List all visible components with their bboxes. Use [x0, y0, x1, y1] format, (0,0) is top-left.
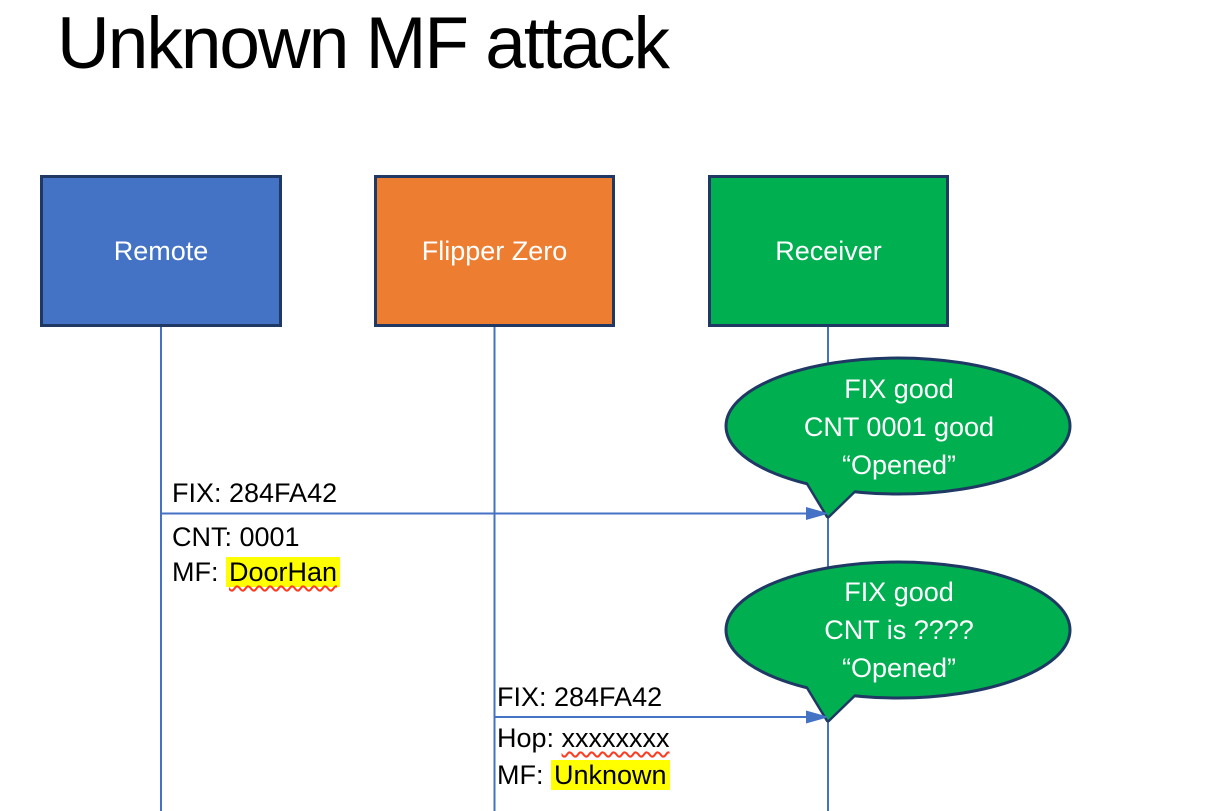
callout-1-ellipse	[724, 356, 1072, 496]
message-1-arrowhead-icon	[806, 507, 829, 520]
callout-1-line-2: CNT 0001 good	[803, 412, 995, 442]
message-1-mf-prefix: MF:	[172, 557, 226, 587]
message-2-hop-value: xxxxxxxx	[561, 723, 670, 753]
message-1-arrow	[161, 507, 829, 520]
actor-label-receiver: Receiver	[775, 235, 882, 266]
message-1-cnt-prefix: CNT:	[172, 522, 240, 552]
slide-title: Unknown MF attack	[57, 3, 670, 84]
actor-label-flipper-zero: Flipper Zero	[421, 235, 568, 266]
message-1-cnt-label: CNT: 0001	[172, 521, 300, 553]
callout-2-line-3: “Opened”	[841, 653, 957, 683]
callout-bubble-1	[724, 356, 1072, 519]
message-2-hop-prefix: Hop:	[497, 723, 562, 753]
message-1-fix-label: FIX: 284FA42	[172, 477, 337, 509]
message-2-arrowhead-icon	[806, 710, 829, 724]
actor-box-remote: Remote	[40, 175, 282, 327]
callout-2-line-1: FIX good	[844, 577, 954, 607]
callout-1-line-3: “Opened”	[841, 450, 957, 480]
callout-1-tail-fill	[794, 460, 861, 516]
callout-2-tail-fill	[794, 664, 861, 720]
message-2-mf-label: MF: Unknown	[497, 759, 670, 791]
callout-bubble-2	[724, 560, 1072, 723]
message-2-mf-prefix: MF:	[497, 760, 551, 790]
callout-2-ellipse	[724, 560, 1072, 700]
message-1-fix-text: FIX: 284FA42	[172, 478, 338, 508]
actor-box-receiver: Receiver	[708, 175, 949, 327]
callout-2-text: FIX good CNT is ???? “Opened”	[728, 573, 1070, 687]
callout-1-line-1: FIX good	[844, 374, 954, 404]
message-2-fix-text: FIX: 284FA42	[497, 682, 663, 712]
callout-2-line-2: CNT is ????	[824, 615, 974, 645]
message-1-cnt-value: 0001	[239, 522, 300, 552]
message-2-fix-label: FIX: 284FA42	[497, 681, 662, 713]
callout-1-text: FIX good CNT 0001 good “Opened”	[728, 370, 1070, 484]
message-2-arrow	[494, 710, 829, 724]
message-1-mf-value-highlighted: DoorHan	[226, 557, 341, 587]
actor-label-remote: Remote	[113, 235, 209, 266]
message-1-mf-label: MF: DoorHan	[172, 556, 341, 588]
actor-box-flipper-zero: Flipper Zero	[374, 175, 615, 327]
message-2-hop-label: Hop: xxxxxxxx	[497, 722, 670, 754]
message-2-mf-value-highlighted: Unknown	[551, 760, 670, 790]
